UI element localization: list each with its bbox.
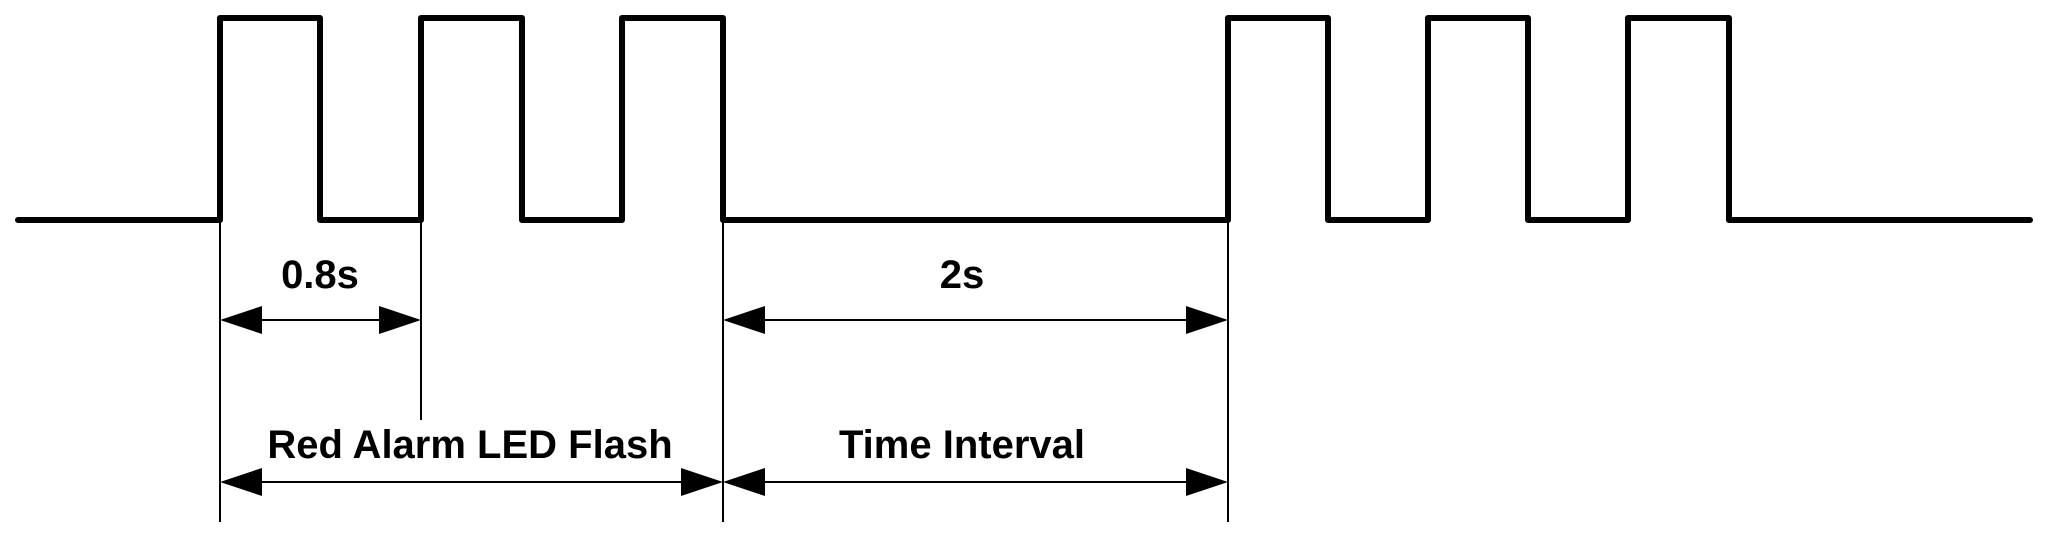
arrow-left-icon (220, 468, 262, 496)
arrow-right-icon (1186, 468, 1228, 496)
flash-label: Red Alarm LED Flash (267, 423, 672, 467)
arrow-right-icon (379, 306, 421, 334)
arrow-left-icon (220, 306, 262, 334)
signal-waveform (15, 15, 2033, 223)
time-interval-label: Time Interval (839, 423, 1085, 467)
arrow-left-icon (723, 468, 765, 496)
period-label: 0.8s (281, 253, 359, 297)
arrow-right-icon (1186, 306, 1228, 334)
interval-label: 2s (940, 253, 985, 297)
arrow-right-icon (681, 468, 723, 496)
period-dimension: 0.8s (220, 253, 421, 334)
flash-dimension: Red Alarm LED Flash (220, 423, 723, 496)
time-interval-dimension: Time Interval (723, 423, 1228, 496)
arrow-left-icon (723, 306, 765, 334)
interval-dimension: 2s (723, 253, 1228, 334)
